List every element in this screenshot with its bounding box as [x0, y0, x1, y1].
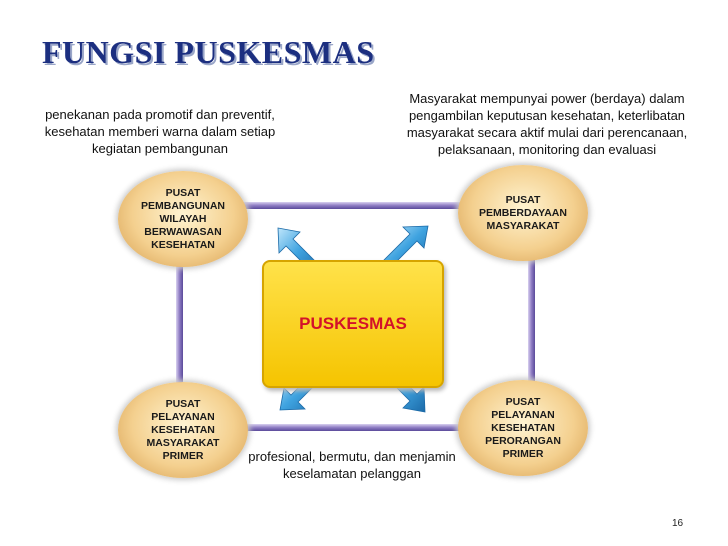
slide-title: FUNGSI PUSKESMAS: [42, 34, 375, 70]
node-label: PUSAT PELAYANAN KESEHATAN MASYARAKAT PRI…: [146, 397, 220, 462]
node-label: PUSAT PELAYANAN KESEHATAN PERORANGAN PRI…: [485, 395, 561, 460]
frame-left: [176, 205, 183, 429]
node-pusat-pelayanan-masyarakat: PUSAT PELAYANAN KESEHATAN MASYARAKAT PRI…: [118, 382, 248, 478]
page-number: 16: [672, 518, 684, 529]
center-puskesmas-box: PUSKESMAS: [262, 260, 444, 388]
note-top-right: Masyarakat mempunyai power (berdaya) dal…: [406, 91, 688, 157]
note-top-left: penekanan pada promotif dan preventif, k…: [44, 107, 276, 156]
frame-right: [528, 205, 535, 429]
center-label: PUSKESMAS: [299, 314, 407, 333]
node-label: PUSAT PEMBANGUNAN WILAYAH BERWAWASAN KES…: [141, 186, 225, 251]
node-pusat-pembangunan: PUSAT PEMBANGUNAN WILAYAH BERWAWASAN KES…: [118, 171, 248, 267]
frame-bottom: [182, 424, 536, 431]
note-bottom: profesional, bermutu, dan menjamin kesel…: [248, 449, 456, 481]
frame-top: [182, 202, 536, 209]
node-label: PUSAT PEMBERDAYAAN MASYARAKAT: [479, 193, 567, 232]
node-pusat-pemberdayaan: PUSAT PEMBERDAYAAN MASYARAKAT: [458, 165, 588, 261]
node-pusat-pelayanan-perorangan: PUSAT PELAYANAN KESEHATAN PERORANGAN PRI…: [458, 380, 588, 476]
